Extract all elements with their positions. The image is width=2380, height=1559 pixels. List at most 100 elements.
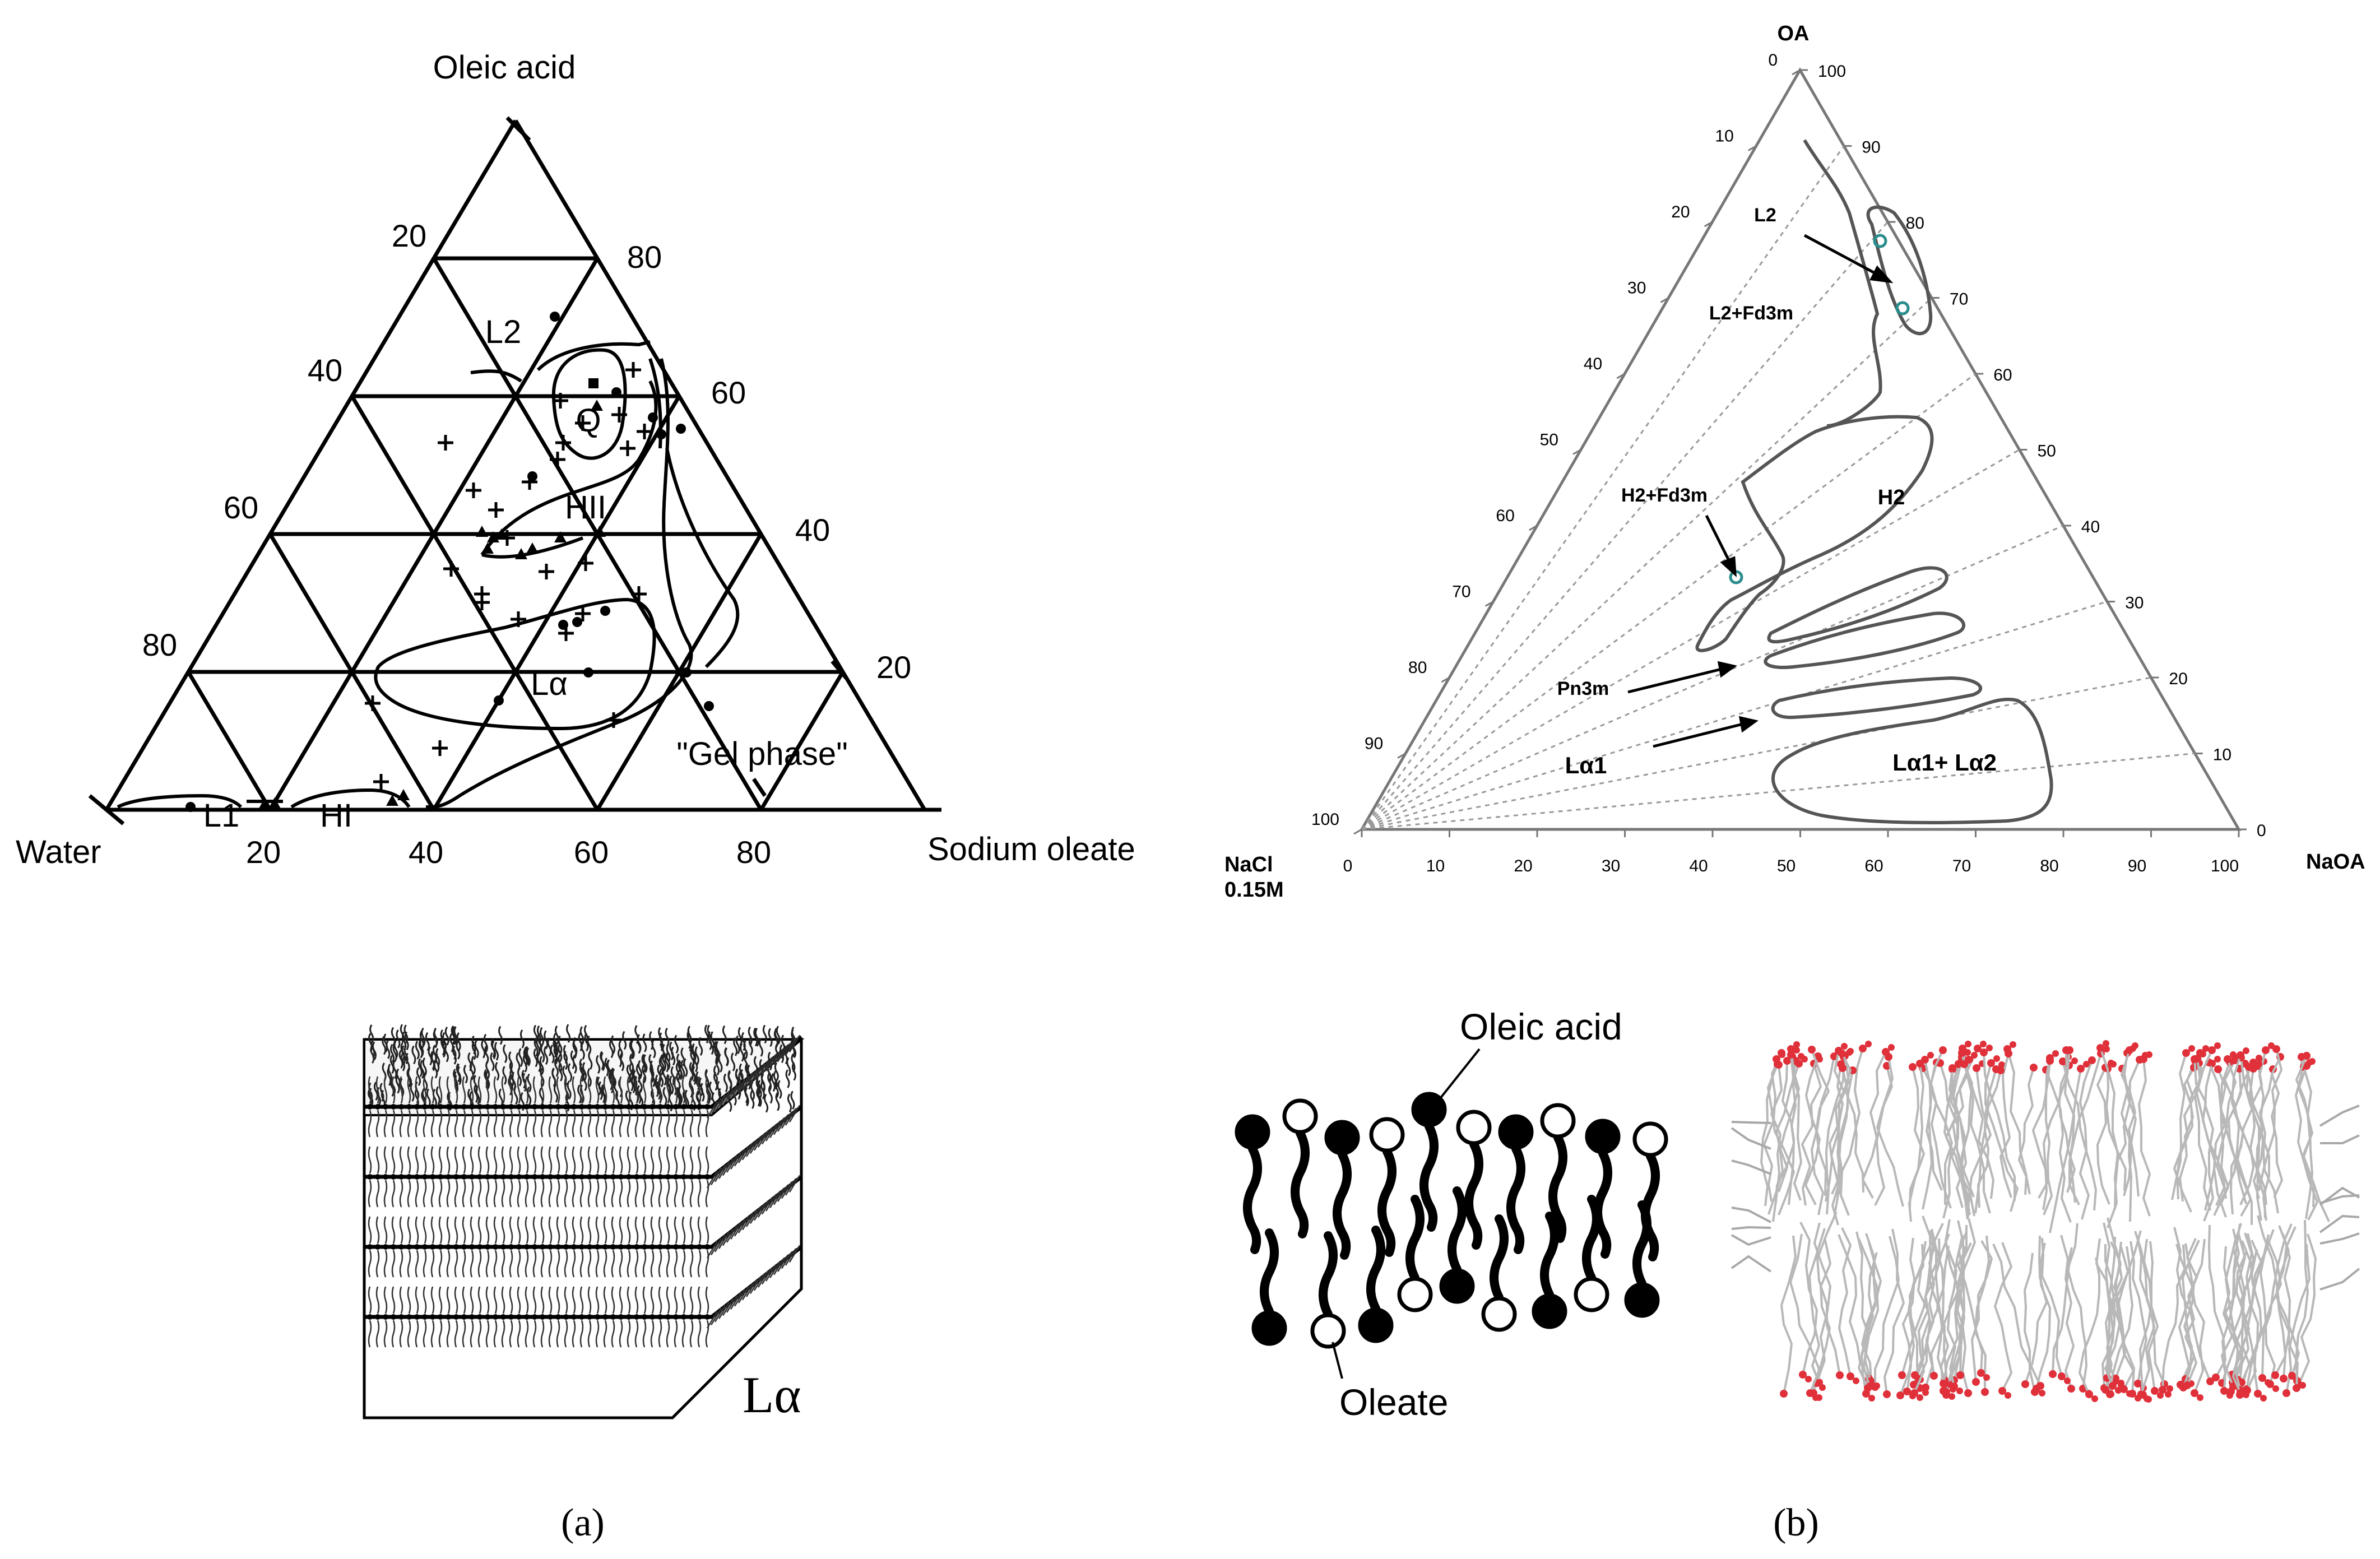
lipid-tail-sketch: [419, 1030, 424, 1049]
headgroup-bead: [375, 1244, 381, 1250]
lipid-tail-sketch: [509, 1320, 513, 1348]
apex-label-naoa: NaOA: [2306, 850, 2365, 874]
lipid-tail-sketch: [666, 1286, 670, 1314]
lipid-tail-sketch: [368, 1216, 372, 1244]
lipid-tail-sketch: [417, 1058, 423, 1077]
headgroup-bead: [587, 1174, 592, 1180]
gel-phase-outer-boundary: [648, 358, 740, 669]
headgroup-bead: [406, 1244, 412, 1250]
headgroup-bead: [681, 1174, 686, 1180]
lipid-tail-sketch: [418, 1039, 423, 1059]
headgroup-oxygen: [1839, 1064, 1847, 1072]
lipid-tail-sketch: [430, 1250, 435, 1278]
lipid-tail-sketch-side: [757, 1270, 769, 1288]
headgroup-oxygen: [1987, 1059, 1995, 1067]
lipid-tail-sketch: [525, 1180, 529, 1208]
headgroup-oxygen: [1903, 1388, 1911, 1395]
lipid-tail-sketch: [750, 1090, 755, 1109]
dot-marker: [572, 617, 582, 627]
headgroup-oxygen: [2280, 1375, 2288, 1382]
headgroup-oxygen: [2118, 1380, 2124, 1386]
lipid-tail-sketch: [674, 1076, 678, 1104]
lipid-tail-sketch: [477, 1286, 482, 1314]
lipid-chain: [2104, 1244, 2115, 1390]
lipid-tail-sketch-side: [710, 1097, 722, 1116]
lipid-tail-sketch-side: [710, 1237, 722, 1256]
tick-label-left: 70: [1452, 583, 1470, 601]
tick-label-left: 30: [1627, 279, 1646, 298]
lipid-tail-sketch: [502, 1066, 507, 1085]
lipid-tail-sketch: [415, 1110, 419, 1138]
headgroup-bead: [610, 1104, 616, 1110]
lamellar-phase-illustration: [363, 1024, 805, 1419]
lipid-tail-sketch: [498, 1088, 503, 1107]
headgroup-bead: [642, 1174, 647, 1180]
lipid-tail-sketch: [525, 1320, 529, 1348]
headgroup-bead: [532, 1104, 537, 1110]
lipid-tail-sketch: [423, 1286, 427, 1314]
lipid-tail-sketch: [705, 1320, 709, 1348]
lipid-tail-sketch: [764, 1093, 769, 1113]
lipid-chain: [2137, 1239, 2156, 1395]
lipid-tail-sketch: [423, 1110, 427, 1138]
lipid-tail-sketch: [579, 1320, 584, 1348]
lipid-tail-sketch: [470, 1250, 474, 1278]
headgroup-oxygen: [1956, 1388, 1963, 1394]
lipid-tail-sketch: [579, 1216, 584, 1244]
headgroup-oxygen: [1922, 1384, 1929, 1391]
l-alpha1-l-alpha2-boundary: [1771, 698, 2053, 824]
marker-l2-2: [1895, 301, 1910, 315]
lipid-tail-sketch: [509, 1076, 513, 1104]
lipid-chain: [2193, 1059, 2227, 1199]
dilution-line: [1361, 601, 2108, 830]
lipid-chain: [1836, 1064, 1850, 1216]
lipid-chain: [1862, 1233, 1877, 1387]
lipid-tail-sketch: [415, 1320, 419, 1348]
lipid-chain: [2031, 1060, 2053, 1215]
lipid-tail-sketch: [517, 1110, 521, 1138]
tick-label-left: 0: [1768, 51, 1778, 69]
headgroup-oxygen: [2108, 1060, 2114, 1066]
tick-label-right: 90: [1862, 138, 1880, 157]
lipid-tail-sketch: [509, 1110, 513, 1138]
lipid-tail-sketch-side: [785, 1178, 797, 1196]
lipid-chain: [2107, 1068, 2119, 1228]
region-label-pn3m: Pn3m: [1557, 678, 1609, 699]
left-tick-60: 60: [224, 490, 258, 525]
tick-label-bottom: 30: [1602, 857, 1620, 875]
lipid-chain: [1956, 1225, 1984, 1374]
headgroup-oxygen: [1965, 1041, 1971, 1047]
headgroup-bead: [626, 1314, 632, 1320]
headgroup-bead: [618, 1314, 624, 1320]
headgroup-bead: [485, 1244, 490, 1250]
lipid-tail-sketch: [714, 1046, 719, 1065]
headgroup-bead: [602, 1104, 608, 1110]
lipid-tail-sketch: [481, 1040, 486, 1059]
lipid-tail-sketch: [430, 1110, 435, 1138]
lipid-tail-sketch: [375, 1320, 380, 1348]
lipid-tail-sketch: [375, 1146, 380, 1174]
lipid-tail-sketch-side: [765, 1124, 777, 1142]
lipid-tail-sketch: [572, 1216, 576, 1244]
region-label-l2: L2: [485, 314, 522, 350]
lipid-tail-sketch: [485, 1070, 490, 1089]
lipid-chain: [1922, 1068, 1952, 1209]
lipid-chain-edge: [1731, 1127, 1771, 1150]
lipid-tail-sketch: [579, 1146, 584, 1174]
headgroup-bead: [430, 1244, 435, 1250]
oleate-head: [1574, 1277, 1609, 1312]
tick-label-bottom: 20: [1514, 857, 1532, 875]
lipid-chain: [2161, 1244, 2187, 1390]
lipid-tail-sketch: [462, 1180, 466, 1208]
lipid-tail-sketch: [697, 1320, 702, 1348]
headgroup-bead: [555, 1314, 561, 1320]
lipid-tail-sketch: [722, 1025, 727, 1045]
molecular-dynamics-bilayer-snapshot: [1731, 1040, 2360, 1403]
lipid-tail-sketch: [786, 1057, 791, 1077]
lipid-tail-sketch: [627, 1180, 631, 1208]
lipid-chain: [2282, 1233, 2299, 1389]
lipid-tail-sketch: [548, 1076, 553, 1104]
lipid-chain: [2235, 1251, 2251, 1383]
headgroup-bead: [414, 1244, 420, 1250]
lipid-tail-sketch: [435, 1086, 440, 1105]
